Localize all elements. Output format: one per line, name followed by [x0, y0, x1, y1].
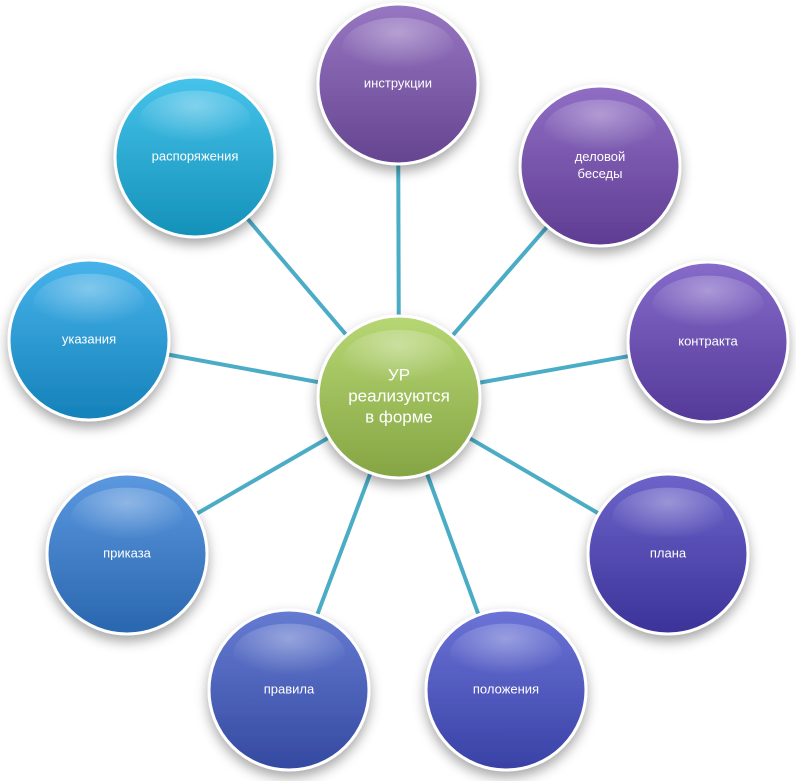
node-label: положения: [473, 681, 539, 696]
node-label: контракта: [678, 333, 738, 348]
nodes: инструкции деловой беседы контракта плана пол…: [7, 2, 790, 772]
node-gloss: [33, 273, 145, 335]
diagram-node: правила: [207, 608, 371, 772]
node-gloss: [233, 623, 345, 685]
connector-line: [463, 433, 603, 517]
node-gloss: [71, 487, 183, 549]
node-label: приказа: [103, 545, 152, 560]
diagram-node: положения: [424, 608, 588, 772]
node-gloss: [612, 487, 724, 549]
diagram-node: деловой беседы: [518, 84, 682, 248]
center-label: реализуются: [348, 386, 450, 405]
diagram-node: распоряжения: [113, 75, 277, 239]
diagram-node: инструкции: [316, 2, 480, 166]
connector-line: [472, 353, 634, 386]
node-label: плана: [650, 545, 687, 560]
node-label: деловой: [575, 149, 626, 164]
diagram-node: приказа: [45, 472, 209, 636]
center-node: УР реализуются в форме: [316, 314, 482, 480]
connector-line: [423, 467, 482, 619]
node-label: распоряжения: [152, 148, 239, 163]
node-gloss: [652, 275, 764, 337]
node-label: инструкции: [364, 75, 432, 90]
node-label: правила: [264, 681, 315, 696]
connectors: [163, 159, 634, 619]
connector-line: [192, 433, 335, 518]
diagram-node: указания: [7, 258, 171, 422]
node-gloss: [139, 90, 251, 152]
diagram-node: контракта: [626, 260, 790, 424]
center-label: УР: [388, 365, 410, 384]
node-gloss: [450, 623, 562, 685]
connector-line: [243, 214, 352, 341]
node-gloss: [544, 99, 656, 161]
connector-line: [314, 467, 374, 619]
connector-line: [396, 159, 401, 323]
node-gloss: [342, 17, 454, 79]
connector-line: [447, 222, 551, 341]
node-label: беседы: [578, 166, 623, 181]
diagram-node: плана: [586, 472, 750, 636]
center-gloss: [342, 329, 456, 392]
connector-line: [163, 352, 326, 386]
node-label: указания: [62, 331, 116, 346]
center-label: в форме: [365, 407, 433, 426]
